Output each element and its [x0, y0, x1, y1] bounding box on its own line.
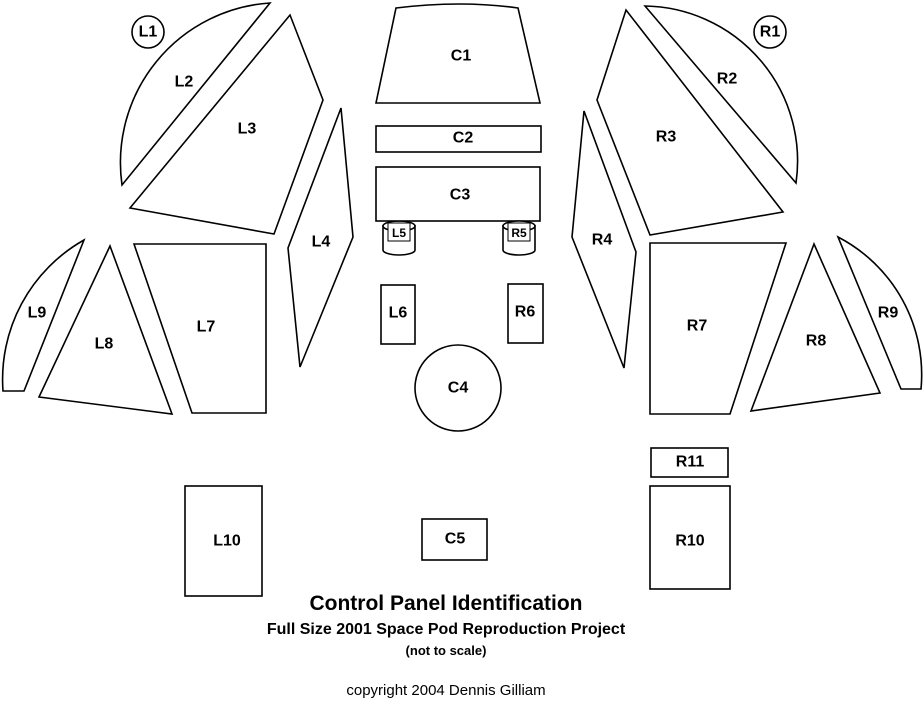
label-L3: L3 — [238, 121, 257, 138]
label-L5: L5 — [392, 226, 406, 240]
diagram-title: Control Panel Identification — [309, 592, 583, 615]
panel-R5: R5 — [502, 220, 536, 256]
panel-L8: L8 — [37, 243, 174, 415]
panel-L10: L10 — [184, 485, 263, 597]
panel-R3: R3 — [596, 8, 785, 236]
label-C2: C2 — [453, 130, 474, 147]
panel-R6: R6 — [507, 283, 544, 344]
label-L7: L7 — [197, 319, 216, 336]
label-R2: R2 — [717, 71, 738, 88]
panel-R10: R10 — [649, 485, 731, 590]
label-R11: R11 — [676, 454, 705, 471]
label-R3: R3 — [656, 129, 677, 146]
label-C5: C5 — [445, 531, 466, 548]
label-L8: L8 — [95, 336, 114, 353]
panel-C1: C1 — [375, 3, 542, 104]
label-R10: R10 — [675, 533, 704, 550]
label-R4: R4 — [592, 232, 613, 249]
label-L6: L6 — [389, 305, 408, 322]
label-R6: R6 — [515, 304, 536, 321]
panel-L9: L9 — [1, 238, 86, 392]
panel-C4: C4 — [414, 344, 502, 432]
panel-L2: L2 — [119, 2, 272, 187]
panel-R8: R8 — [749, 241, 882, 412]
label-R5: R5 — [511, 226, 527, 240]
panel-R7: R7 — [649, 242, 788, 415]
label-L2: L2 — [175, 74, 194, 91]
panel-L3: L3 — [128, 13, 324, 235]
panel-R1: R1 — [753, 15, 787, 49]
label-R7: R7 — [687, 318, 708, 335]
panel-L7: L7 — [132, 243, 267, 414]
label-R8: R8 — [806, 333, 827, 350]
label-L1: L1 — [139, 24, 158, 41]
panel-L4: L4 — [287, 107, 354, 368]
label-R9: R9 — [878, 305, 899, 322]
panel-R9: R9 — [836, 235, 923, 390]
panel-L1: L1 — [131, 15, 165, 49]
panel-C5: C5 — [421, 518, 488, 561]
label-C1: C1 — [451, 48, 472, 65]
panel-R4: R4 — [571, 110, 637, 369]
panel-C2: C2 — [375, 125, 542, 153]
copyright-notice: copyright 2004 Dennis Gilliam — [346, 682, 546, 699]
panel-L5: L5 — [382, 220, 416, 256]
label-R1: R1 — [760, 24, 781, 41]
panel-L6: L6 — [380, 284, 416, 345]
label-C3: C3 — [450, 187, 471, 204]
scale-note: (not to scale) — [405, 643, 487, 658]
panel-R2: R2 — [643, 5, 799, 185]
panel-R11: R11 — [650, 447, 729, 478]
label-C4: C4 — [448, 380, 469, 397]
label-L4: L4 — [312, 234, 331, 251]
panel-C3: C3 — [375, 166, 541, 222]
diagram-subtitle: Full Size 2001 Space Pod Reproduction Pr… — [266, 621, 626, 638]
label-L9: L9 — [28, 305, 47, 322]
label-L10: L10 — [213, 533, 241, 550]
